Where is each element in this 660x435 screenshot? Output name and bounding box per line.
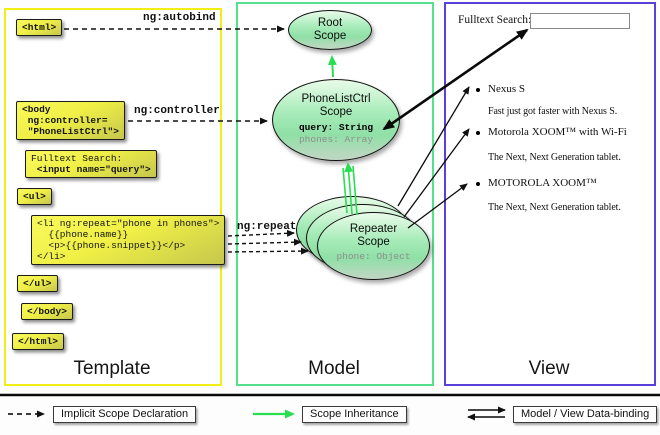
view-item-title: MOTOROLA XOOM™ — [488, 177, 597, 189]
body-open-tag-box: <body ng:controller= "PhoneListCtrl"> — [16, 101, 125, 140]
model-column — [236, 2, 434, 386]
html-close-tag-box: </html> — [12, 333, 64, 350]
view-item-desc: The Next, Next Generation tablet. — [488, 202, 621, 213]
html-open-tag-box: <html> — [16, 19, 63, 36]
legend-implicit-scope-label: Implicit Scope Declaration — [53, 406, 197, 423]
body-close-tag-box: </body> — [21, 303, 73, 320]
template-column-title: Template — [73, 358, 151, 379]
fulltext-input-code-box: Fulltext Search: <input name="query"> — [25, 150, 157, 178]
ul-close-tag-box: </ul> — [17, 275, 58, 292]
view-item-title: Nexus S — [488, 83, 525, 95]
view-item-title: Motorola XOOM™ with Wi-Fi — [488, 126, 627, 138]
bullet-icon — [476, 182, 480, 186]
ng-autobind-label: ng:autobind — [143, 12, 216, 24]
legend-scope-inheritance-label: Scope Inheritance — [302, 406, 407, 423]
root-scope-ellipse: Root Scope — [288, 10, 372, 50]
legend-data-binding-label: Model / View Data-binding — [513, 406, 658, 423]
li-repeat-code-box: <li ng:repeat="phone in phones"> {{phone… — [31, 215, 226, 265]
view-item-desc: Fast just got faster with Nexus S. — [488, 106, 618, 117]
view-column: Fulltext Search: Nexus S Fast just got f… — [444, 2, 656, 386]
fulltext-search-label: Fulltext Search: — [458, 14, 532, 26]
view-column-title: View — [528, 358, 570, 379]
view-item-desc: The Next, Next Generation tablet. — [488, 152, 621, 163]
ul-open-tag-box: <ul> — [17, 188, 52, 205]
bullet-icon — [476, 131, 480, 135]
repeater-scope-ellipse: Repeater Scope phone: Object — [317, 212, 430, 280]
phonelistctrl-scope-ellipse: PhoneListCtrl Scope query: String phones… — [272, 79, 400, 161]
ng-controller-label: ng:controller — [134, 105, 220, 117]
fulltext-search-input[interactable] — [530, 13, 630, 29]
ng-repeat-label: ng:repeat — [237, 221, 297, 233]
model-column-title: Model — [308, 358, 360, 379]
bullet-icon — [476, 88, 480, 92]
